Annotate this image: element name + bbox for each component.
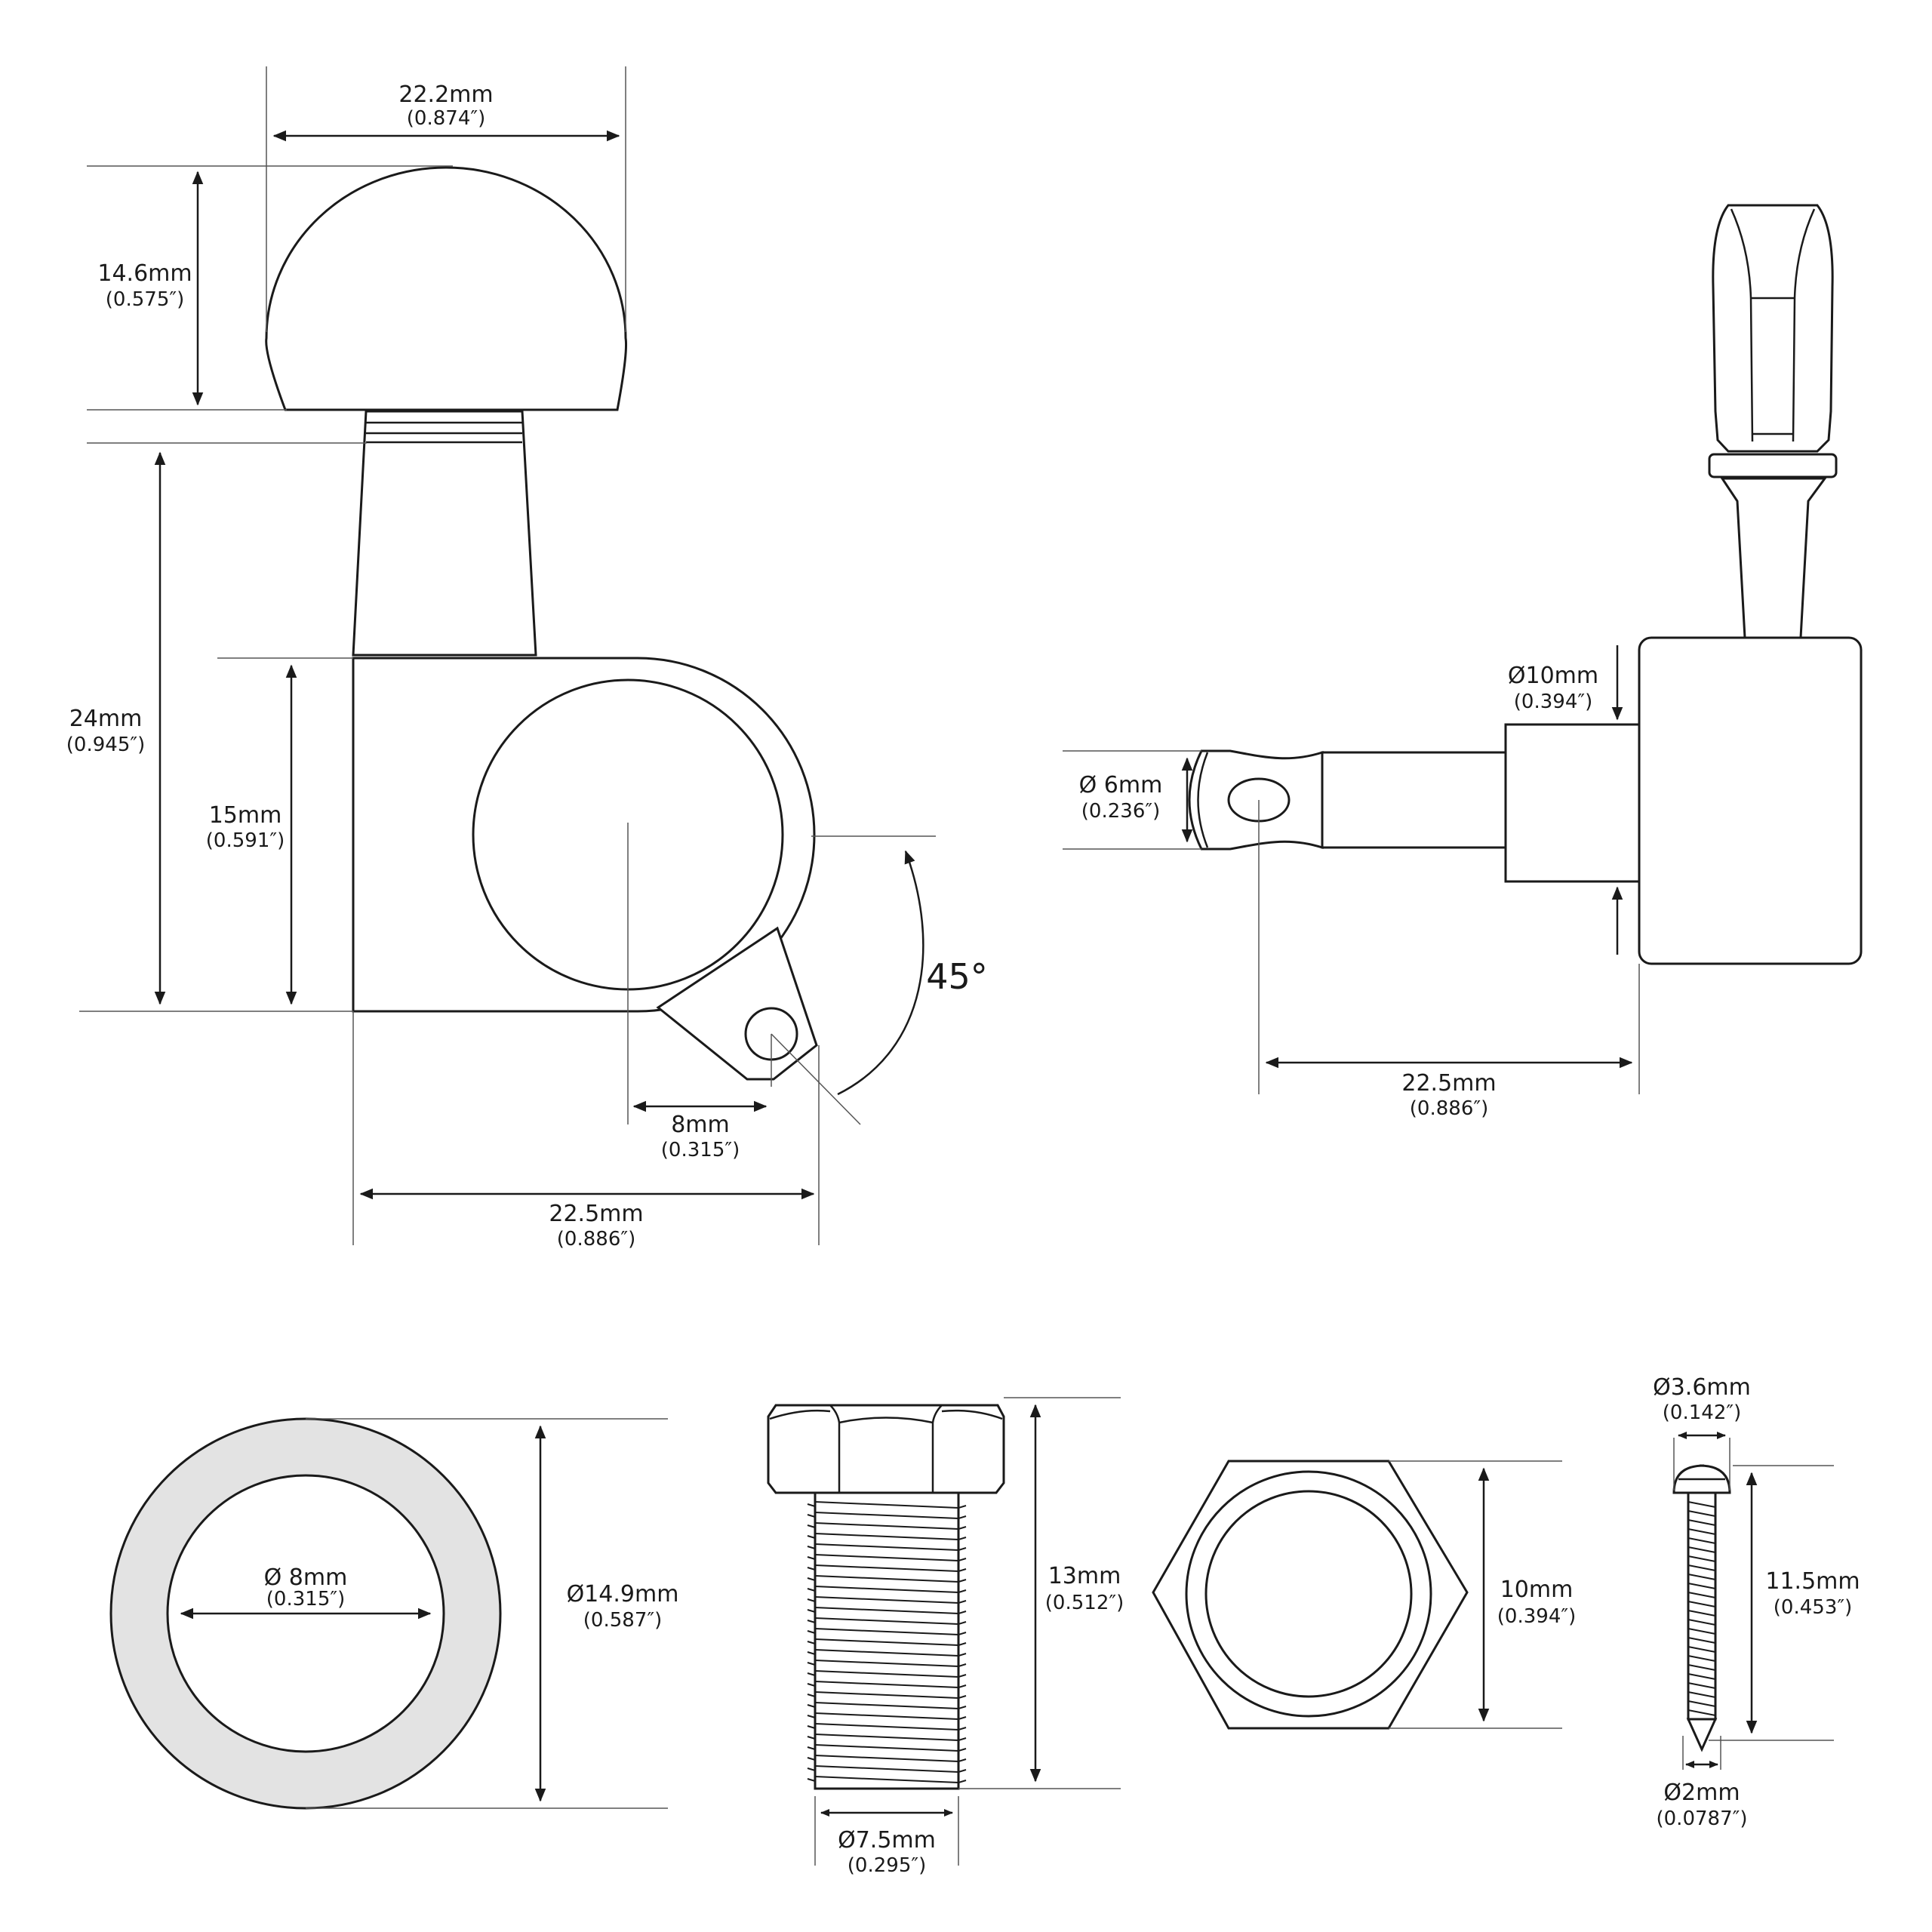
wood-screw: Ø3.6mm (0.142″) 11.5mm (0.453″) Ø2mm (0.… [1653,1374,1860,1830]
thread-diameter-mm: Ø7.5mm [838,1827,936,1854]
screw-length-mm: 11.5mm [1765,1568,1860,1595]
bushing-length-in: (0.512″) [1045,1592,1124,1614]
screw-length-in: (0.453″) [1774,1596,1852,1619]
side-housing [1638,636,1863,965]
side-button [1712,204,1834,453]
side-collar [1708,453,1838,478]
tuner-shaft [352,410,537,657]
bushing-threads [807,1501,967,1783]
bushing-hex-head [767,1404,1005,1494]
post-length-mm: 22.5mm [1401,1070,1496,1097]
button-height-in: (0.575″) [106,288,184,311]
bushing-diameter-mm: Ø10mm [1508,663,1598,689]
side-post [1321,751,1507,849]
total-height-mm: 24mm [69,706,143,732]
washer-inner-mm: Ø 8mm [264,1564,348,1591]
housing-width-mm: 22.5mm [549,1201,643,1227]
total-height-in: (0.945″) [66,734,145,756]
washer-inner-in: (0.315″) [266,1588,345,1611]
screw-offset-in: (0.315″) [661,1139,740,1161]
housing-height-mm: 15mm [209,802,282,829]
side-shaft [1720,477,1827,639]
post-length-in: (0.886″) [1410,1097,1488,1120]
hex-nut-width-mm: 10mm [1500,1577,1574,1603]
screw-offset-mm: 8mm [671,1112,730,1138]
screw-head-diameter-in: (0.142″) [1663,1401,1741,1424]
post-diameter-mm: Ø 6mm [1079,772,1163,798]
tuner-button [265,166,628,411]
bushing-length-mm: 13mm [1048,1563,1121,1589]
hex-nut-bore [1204,1490,1413,1698]
screw-threads [1687,1501,1716,1716]
button-width-in: (0.874″) [407,107,485,130]
housing-height-in: (0.591″) [206,829,285,852]
post-diameter-in: (0.236″) [1081,800,1160,823]
housing-width-in: (0.886″) [557,1228,635,1251]
hex-nut-width-in: (0.394″) [1497,1605,1576,1628]
washer: Ø 8mm (0.315″) Ø14.9mm (0.587″) [109,1417,679,1810]
washer-outer-mm: Ø14.9mm [567,1581,679,1607]
screw-head-diameter-mm: Ø3.6mm [1653,1374,1751,1401]
bushing-diameter-in: (0.394″) [1514,691,1592,713]
thread-diameter-in: (0.295″) [848,1854,926,1877]
washer-outer-in: (0.587″) [583,1609,662,1632]
button-height-mm: 14.6mm [97,260,192,287]
side-bushing [1504,723,1641,883]
front-view: 22.2mm (0.874″) 14.6mm (0.575″) 24mm (0.… [66,66,988,1251]
screw-tip [1686,1718,1718,1752]
bushing: 13mm (0.512″) Ø7.5mm (0.295″) [767,1397,1124,1877]
button-width-mm: 22.2mm [398,82,493,108]
screw-tip-diameter-in: (0.0787″) [1657,1807,1748,1830]
side-view: Ø10mm (0.394″) Ø 6mm (0.236″) 22.5mm (0.… [1063,204,1863,1120]
tab-angle-label: 45° [926,956,988,997]
screw-tip-diameter-mm: Ø2mm [1663,1780,1740,1806]
hex-nut: 10mm (0.394″) [1152,1460,1576,1730]
